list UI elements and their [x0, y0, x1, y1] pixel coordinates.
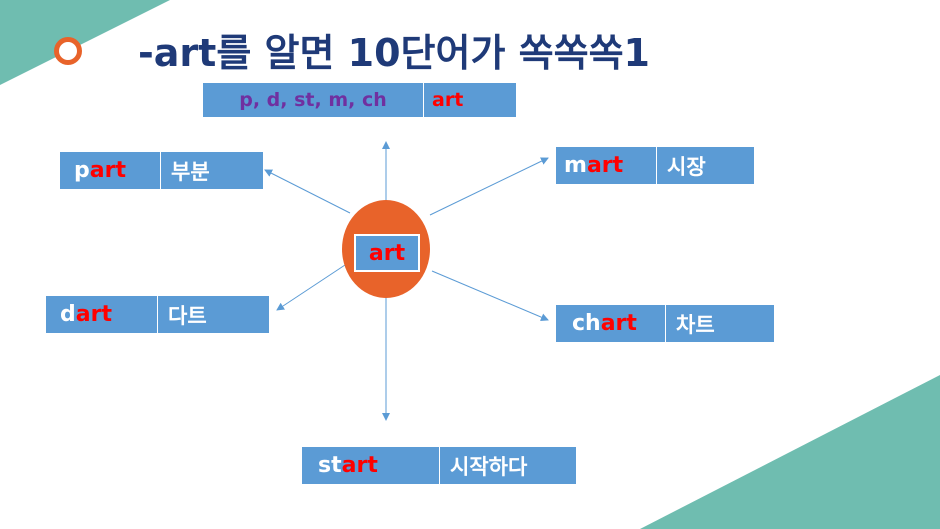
center-root-box: art	[354, 234, 420, 272]
arrow-part	[264, 169, 351, 214]
slide-title: -art를 알면 10단어가 쏙쏙쏙1	[138, 31, 650, 75]
word-meaning-dart: 다트	[168, 303, 207, 328]
card-divider	[160, 152, 161, 189]
card-divider	[656, 147, 657, 184]
word-prefix: ch	[572, 311, 601, 336]
arrow-dart	[276, 264, 346, 311]
word-meaning-chart: 차트	[676, 312, 715, 337]
banner-divider	[423, 83, 424, 117]
prefix-list: p, d, st, m, ch	[239, 89, 387, 111]
title-bullet-icon	[54, 37, 82, 65]
word-prefix: p	[74, 158, 90, 183]
word-root: art	[586, 153, 624, 178]
word-root: art	[89, 158, 126, 183]
word-prefix: st	[318, 453, 342, 478]
word-prefix: m	[564, 153, 587, 178]
prefix-banner: p, d, st, m, ch art	[203, 83, 516, 117]
card-divider	[665, 305, 666, 342]
arrow-chart	[431, 270, 549, 321]
card-divider	[439, 447, 440, 484]
banner-root: art	[432, 89, 464, 111]
word-root: art	[341, 453, 378, 478]
word-prefix: d	[60, 302, 76, 327]
word-root: art	[600, 311, 637, 336]
arrow-mart	[429, 157, 549, 216]
word-meaning-start: 시작하다	[450, 454, 528, 479]
word-meaning-mart: 시장	[667, 154, 706, 179]
word-meaning-part: 부분	[171, 159, 210, 184]
word-root: art	[75, 302, 112, 327]
card-divider	[157, 296, 158, 333]
